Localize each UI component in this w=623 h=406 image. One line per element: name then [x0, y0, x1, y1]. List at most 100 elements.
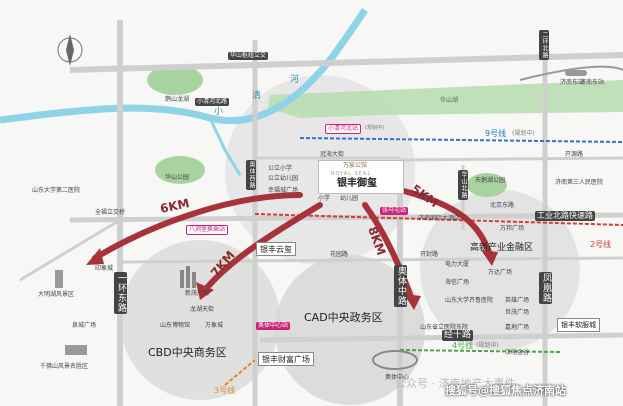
zone-yinfeng-wealth: 银丰财富广场 — [258, 352, 314, 366]
poi-yingdi: 英雄广场 — [505, 297, 530, 304]
label-industry-north: 工业北路快速路 — [535, 211, 595, 221]
poi-zhangma-middle: 中学 — [418, 195, 431, 202]
label-huashan-north: 华山北路 — [458, 170, 468, 200]
poi-wanda: 万达广场 — [488, 269, 513, 276]
compass-needle — [66, 34, 74, 66]
poi-quancheng: 泉城广场 — [72, 322, 97, 329]
credit-sohu: 搜狐号@搜狐焦点济南站 — [445, 384, 566, 397]
zone-cbd: CBD中央商务区 — [148, 346, 227, 359]
project-block: 万宸公馆 ROYAL SEAL 银丰御玺 — [318, 160, 404, 194]
station-xiaoqinghe-sub: (规划中) — [365, 125, 384, 131]
arrow-7km — [202, 202, 323, 293]
poi-shimao: 世茂广场 — [505, 309, 530, 316]
zone-yinfeng-yunxi-text: 银丰云玺 — [260, 244, 292, 254]
arrow-heads — [86, 248, 498, 310]
label-river-he: 河 — [290, 75, 300, 85]
metro-line3 — [224, 359, 256, 386]
zone-yinfeng-ruanjian-text: 银丰软服城 — [561, 321, 596, 329]
metro-line2 — [254, 213, 623, 226]
poi-beijing-plaza: 北京东路 — [490, 202, 515, 209]
cbd-towers-icon — [180, 266, 196, 288]
zone-circle-gaoxin — [420, 190, 580, 350]
wetland-band — [268, 80, 623, 118]
arrowhead-5km — [481, 250, 498, 266]
label-quancheng-bridge: 全福立交桥 — [95, 209, 126, 216]
label-jing10: 经十路 — [442, 330, 474, 341]
train-icon — [565, 70, 587, 76]
arrowhead-6km — [86, 248, 104, 265]
poi-qianfo: 千佛山风景名胜区 — [40, 363, 89, 370]
zone-gaoxin: 高新产业金融区 — [470, 243, 534, 253]
label-river-xiao: 小 — [214, 107, 224, 117]
arrowhead-8km — [404, 294, 421, 310]
park-top — [147, 65, 203, 95]
label-xiaoqinghe-north: 小清河北路 — [195, 98, 230, 106]
poi-yinfeng-park: 鹊山龙湖 — [165, 96, 190, 103]
poi-yindeng: 印象城 — [95, 265, 114, 272]
zone-yinfeng-ruanjian: 银丰软服城 — [557, 318, 600, 332]
label-aoti-west: 奥体西路 — [246, 160, 256, 190]
credit-wechat: 公众号 · 济南地产大事件 — [395, 377, 516, 390]
road-kaiyuan — [399, 156, 623, 162]
river-xiaoqing — [0, 8, 368, 125]
poi-jiadi: 嘉地广场 — [505, 324, 530, 331]
zone-yinfeng-wealth-text: 银丰财富广场 — [262, 354, 310, 364]
zone-aoti-venue: 奥体中心 — [385, 374, 410, 381]
poi-gongli-primary: 公立小学 — [268, 165, 293, 172]
label-ring2-north: 二环北路 — [539, 30, 549, 60]
road-jing10 — [259, 332, 623, 343]
poi-hanyu: 汉峪金谷 — [505, 349, 530, 356]
zone-cad: CAD中央政务区 — [304, 311, 383, 324]
label-line9: 9号线 — [485, 129, 507, 138]
station-zhangma: 张马屯站 — [380, 207, 409, 215]
road-ring2-north — [69, 52, 623, 73]
station-xiaoqinghe: 小清河北站 — [325, 124, 362, 134]
station-qiao: 八涧堡换乘站 — [186, 225, 229, 235]
arrow-6km — [92, 192, 303, 261]
zone-circle-cbd — [120, 240, 280, 400]
label-line9-sub: (规划中) — [512, 130, 535, 137]
station-aoti: 奥体中心站 — [256, 322, 291, 330]
label-river-qing: 清 — [252, 91, 262, 101]
poi-longhu: 龙湖天街 — [190, 306, 215, 313]
label-line4-sub: (规划中) — [476, 342, 499, 349]
poi-jinan-center: 济南国际大酒店 — [418, 215, 461, 222]
pagoda-icon — [55, 270, 63, 288]
poi-xinmao: 新茂广场 — [185, 290, 210, 297]
label-guanhai: 冠海大街 — [320, 151, 345, 158]
label-fenghuang: 凤凰路 — [539, 272, 552, 304]
poi-xinghe-plaza: 幸福城广场 — [268, 187, 299, 194]
poi-shandong-museum: 山东博物馆 — [160, 322, 191, 329]
label-line4: 4号线 — [452, 341, 474, 350]
label-huayuan: 花园路 — [330, 251, 349, 258]
temple-icon — [65, 345, 87, 355]
poi-huanshan-kinder: 公立幼儿园 — [268, 175, 299, 182]
label-shandong-univ: 山东大学第二医院 — [32, 187, 81, 194]
river-branch — [208, 117, 242, 176]
label-line2: 2号线 — [590, 240, 612, 249]
poi-huashan-hospital: 济南第三人民医院 — [555, 179, 604, 186]
stadium-icon — [372, 350, 418, 370]
label-kaiyuan: 开源路 — [565, 151, 584, 158]
arrow-8km — [362, 202, 415, 303]
station-jinan-east: 济南东站 — [580, 79, 605, 86]
poi-gaoxin-plaza: 海信广场 — [445, 279, 470, 286]
poi-shandong-prov: 山东省立医院东院 — [420, 324, 469, 331]
road-left-diag — [19, 218, 121, 282]
park-right — [467, 173, 507, 197]
park-mid — [155, 156, 205, 184]
label-aoti-mid: 奥体中路 — [394, 265, 407, 307]
road-huayuan — [119, 256, 623, 264]
poi-zhangma-kinder: 幼儿园 — [340, 195, 359, 202]
poi-shandong-univ: 山东大学齐鲁医院 — [445, 297, 494, 304]
poi-daming: 大明湖风景区 — [38, 291, 75, 298]
metro-line4 — [399, 349, 561, 353]
distance-arrows — [92, 187, 493, 303]
arrowhead-7km — [196, 282, 214, 300]
label-ring1-east: 一环东路 — [114, 272, 127, 314]
project-name: 银丰御玺 — [337, 178, 377, 189]
project-logo-en: ROYAL SEAL — [331, 171, 372, 177]
poi-zhangma-primary: 小学 — [318, 195, 331, 202]
